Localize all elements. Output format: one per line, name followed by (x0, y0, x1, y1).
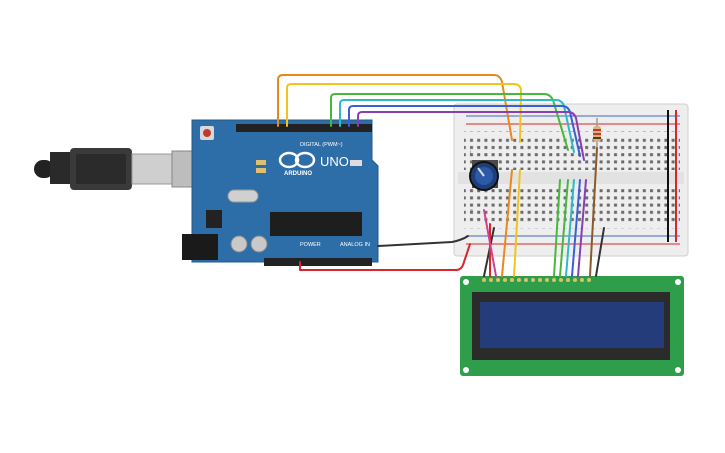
lcd-screen (480, 302, 664, 348)
wire-lcd-3 (483, 209, 497, 277)
resistor (593, 118, 601, 148)
wire-lcd-11 (589, 147, 598, 277)
board-model: UNO (320, 154, 349, 169)
potentiometer[interactable] (469, 160, 499, 191)
wire-green (330, 93, 569, 151)
wire-lcd-8 (565, 179, 575, 277)
analog-label: ANALOG IN (340, 242, 370, 248)
atmega-chip (270, 212, 362, 236)
capacitor (250, 235, 268, 253)
wire-gnd-black (377, 235, 469, 247)
lcd-pin (503, 278, 507, 282)
lcd-pin (538, 278, 542, 282)
lcd-pin (580, 278, 584, 282)
lcd-pin (587, 278, 591, 282)
breadboard[interactable]: a j (453, 103, 689, 257)
wire-lcd-6 (553, 179, 561, 277)
power-label: POWER (300, 242, 321, 248)
wire-lcd-9 (571, 179, 581, 277)
lcd-pin-header (482, 278, 591, 282)
crystal-oscillator (227, 189, 259, 203)
wire-orange (277, 74, 513, 141)
wire-purple (357, 111, 585, 161)
wire-cyan (339, 99, 575, 153)
lcd-pin (510, 278, 514, 282)
lcd-pin (496, 278, 500, 282)
usb-cable (34, 148, 199, 190)
lcd-pin (545, 278, 549, 282)
capacitor (230, 235, 248, 253)
lcd-pin (559, 278, 563, 282)
arduino-board[interactable]: ARDUINO UNO DIGITAL (PWM~) POWER ANALOG … (182, 119, 379, 266)
row-label-a: a (470, 208, 473, 214)
lcd-pin (573, 278, 577, 282)
lcd-pin (524, 278, 528, 282)
power-jack (182, 234, 218, 260)
wire-lcd-12 (595, 227, 605, 277)
wire-yellow (286, 83, 522, 143)
arduino-logo: ARDUINO UNO (278, 151, 349, 177)
wire-lcd-10 (577, 179, 587, 277)
lcd-pin (552, 278, 556, 282)
wire-lcd-7 (559, 179, 569, 277)
digital-label: DIGITAL (PWM~) (300, 142, 343, 148)
wire-lcd-5 (513, 169, 521, 277)
power-analog-header (264, 258, 372, 266)
lcd-pin (517, 278, 521, 282)
lcd-16x2 (460, 276, 684, 376)
arduino-logo-text: ARDUINO (284, 171, 312, 177)
wire-5v-red (299, 243, 471, 271)
voltage-regulator (206, 210, 222, 228)
lcd-pin (489, 278, 493, 282)
lcd-pin (531, 278, 535, 282)
wire-blue (348, 105, 581, 157)
lcd-pin (482, 278, 486, 282)
digital-header (236, 124, 372, 132)
row-label-j: j (469, 150, 471, 156)
wire-lcd-4 (501, 169, 513, 277)
lcd-pin (566, 278, 570, 282)
